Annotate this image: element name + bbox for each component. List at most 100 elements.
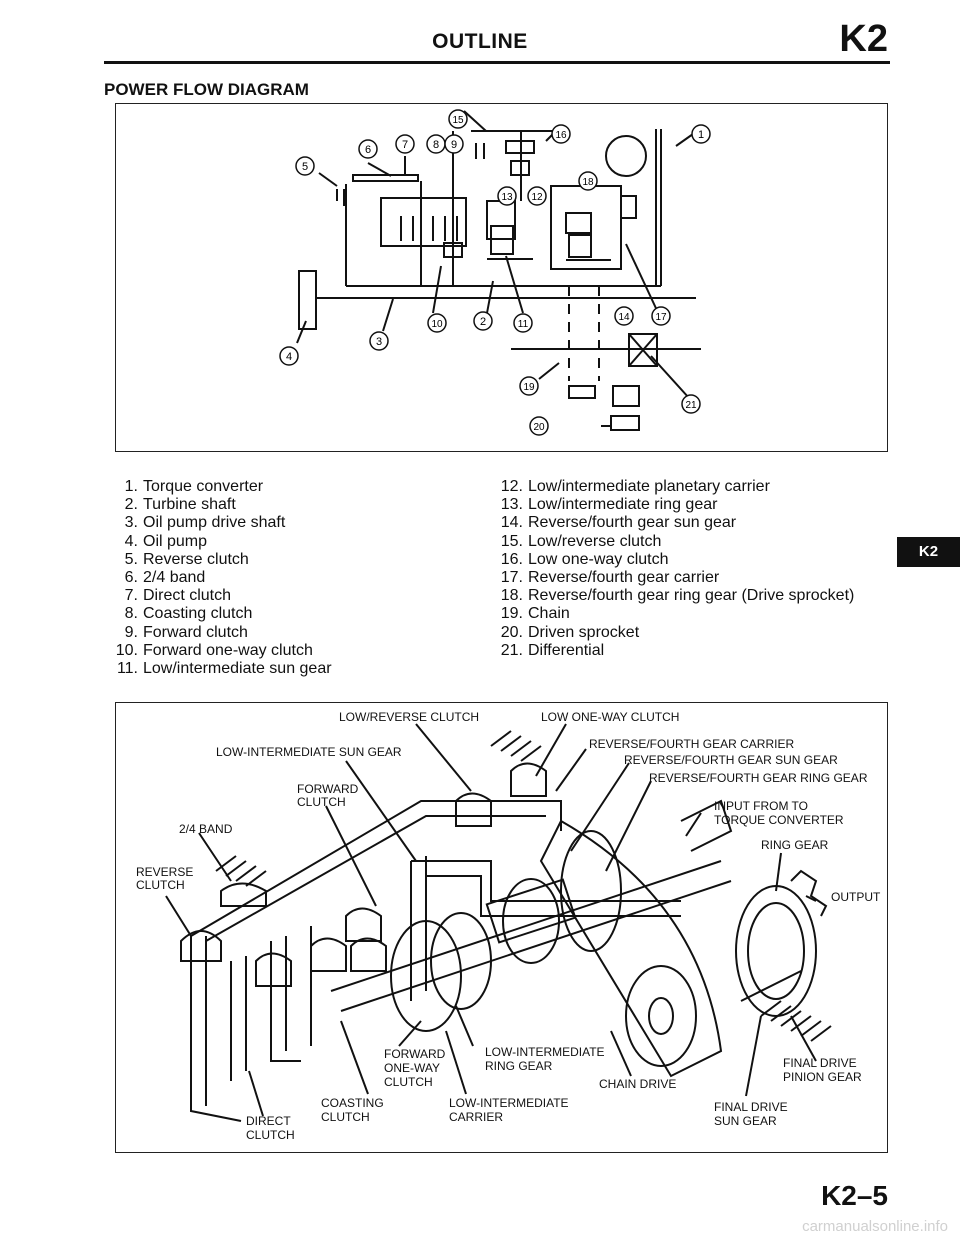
svg-text:16: 16 [555, 130, 567, 141]
svg-text:3: 3 [376, 336, 382, 348]
label-low-one-way-clutch: LOW ONE-WAY CLUTCH [541, 710, 679, 724]
label-low-int-carrier: LOW-INTERMEDIATE [449, 1096, 569, 1110]
label-reverse-fourth-ring-gear: REVERSE/FOURTH GEAR RING GEAR [649, 771, 868, 785]
svg-text:15: 15 [452, 115, 464, 126]
svg-text:9: 9 [451, 139, 457, 151]
cutaway-diagram: LOW/REVERSE CLUTCH LOW ONE-WAY CLUTCH LO… [136, 710, 881, 1142]
legend-item: 1.Torque converter [124, 478, 264, 495]
legend-item: 5.Reverse clutch [124, 550, 249, 568]
legend-item: 9.Forward clutch [124, 623, 248, 641]
label-forward-one-way-clutch: CLUTCH [384, 1075, 433, 1089]
callout-12: 12 [527, 186, 547, 206]
callout-8: 8 [426, 134, 446, 154]
legend-item: 16.Low one-way clutch [500, 550, 669, 568]
legend-item: 8.Coasting clutch [124, 605, 253, 623]
callout-18: 18 [578, 171, 598, 191]
svg-text:17: 17 [655, 312, 667, 323]
svg-text:4: 4 [286, 351, 292, 363]
callout-16: 16 [551, 124, 571, 144]
legend-item: 4.Oil pump [124, 532, 208, 550]
callout-13: 13 [497, 186, 517, 206]
legend-item: 2.Turbine shaft [124, 496, 236, 514]
page-header-code: K2 [839, 18, 888, 60]
legend-item: 13.Low/intermediate ring gear [500, 496, 718, 514]
legend-right-column: 12.Low/intermediate planetary carrier 13… [494, 478, 855, 660]
legend-item: 17.Reverse/fourth gear carrier [500, 569, 720, 587]
callout-1: 1 [691, 124, 711, 144]
label-chain-drive: CHAIN DRIVE [599, 1077, 676, 1091]
label-input: TORQUE CONVERTER [714, 813, 844, 827]
cutaway-diagram-frame: LOW/REVERSE CLUTCH LOW ONE-WAY CLUTCH LO… [115, 702, 888, 1153]
callout-6: 6 [358, 139, 378, 159]
callout-11: 11 [513, 313, 533, 333]
section-title: POWER FLOW DIAGRAM [104, 80, 309, 99]
callout-10: 10 [427, 313, 447, 333]
callout-20: 20 [529, 416, 549, 436]
label-forward-one-way-clutch: FORWARD [384, 1047, 446, 1061]
svg-text:7: 7 [402, 139, 408, 151]
label-ring-gear: RING GEAR [761, 838, 829, 852]
page-header-title: OUTLINE [432, 30, 528, 53]
label-output: OUTPUT [831, 890, 881, 904]
callout-14: 14 [614, 306, 634, 326]
label-low-intermediate-sun-gear: LOW-INTERMEDIATE SUN GEAR [216, 745, 402, 759]
callout-15: 15 [448, 109, 468, 129]
legend-item: 14.Reverse/fourth gear sun gear [500, 514, 737, 532]
svg-text:8: 8 [433, 139, 439, 151]
legend-item: 6.2/4 band [124, 569, 206, 587]
callout-19: 19 [519, 376, 539, 396]
svg-text:14: 14 [618, 312, 630, 323]
watermark: carmanualsonline.info [802, 1218, 948, 1235]
callout-17: 17 [651, 306, 671, 326]
svg-text:10: 10 [431, 319, 443, 330]
svg-text:18: 18 [582, 177, 594, 188]
legend-item: 7.Direct clutch [124, 587, 232, 605]
callout-9: 9 [444, 134, 464, 154]
svg-text:5: 5 [302, 161, 308, 173]
label-forward-one-way-clutch: ONE-WAY [384, 1061, 440, 1075]
legend-item: 20.Driven sprocket [500, 623, 640, 641]
legend-item: 15.Low/reverse clutch [500, 532, 662, 550]
legend-item: 12.Low/intermediate planetary carrier [500, 478, 770, 495]
schematic-diagram-frame: 1 2 3 4 5 6 7 8 9 10 11 12 13 14 15 16 1… [115, 103, 888, 452]
legend-item: 3.Oil pump drive shaft [124, 514, 286, 532]
callout-4: 4 [279, 346, 299, 366]
legend-left-column: 1.Torque converter 2.Turbine shaft 3.Oil… [112, 478, 332, 678]
schematic-diagram: 1 2 3 4 5 6 7 8 9 10 11 12 13 14 15 16 1… [279, 109, 711, 436]
label-low-int-ring-gear: RING GEAR [485, 1059, 553, 1073]
label-coasting-clutch: CLUTCH [321, 1110, 370, 1124]
svg-text:13: 13 [501, 192, 513, 203]
label-final-drive-sun: FINAL DRIVE [714, 1100, 788, 1114]
label-forward-clutch: FORWARD [297, 782, 359, 796]
label-final-drive-pinion: PINION GEAR [783, 1070, 862, 1084]
legend-item: 21.Differential [500, 641, 605, 659]
callout-2: 2 [473, 311, 493, 331]
label-24-band: 2/4 BAND [179, 822, 233, 836]
page-number: K2–5 [821, 1180, 888, 1211]
svg-text:19: 19 [523, 382, 535, 393]
svg-text:6: 6 [365, 144, 371, 156]
callout-markers: 1 2 3 4 5 6 7 8 9 10 11 12 13 14 15 16 1… [279, 109, 711, 436]
svg-text:20: 20 [533, 422, 545, 433]
label-reverse-clutch: CLUTCH [136, 878, 185, 892]
callout-3: 3 [369, 331, 389, 351]
svg-text:12: 12 [531, 192, 543, 203]
label-reverse-fourth-carrier: REVERSE/FOURTH GEAR CARRIER [589, 737, 794, 751]
legend-item: 18.Reverse/fourth gear ring gear (Drive … [500, 587, 855, 605]
label-low-reverse-clutch: LOW/REVERSE CLUTCH [339, 710, 479, 724]
svg-text:11: 11 [518, 319, 529, 330]
label-final-drive-sun: SUN GEAR [714, 1114, 777, 1128]
label-forward-clutch: CLUTCH [297, 795, 346, 809]
section-tab: K2 [897, 537, 960, 567]
label-coasting-clutch: COASTING [321, 1096, 384, 1110]
legend-item: 19.Chain [500, 605, 570, 623]
legend-item: 10.Forward one-way clutch [115, 641, 313, 659]
label-direct-clutch: CLUTCH [246, 1128, 295, 1142]
callout-21: 21 [681, 394, 701, 414]
svg-text:21: 21 [685, 400, 697, 411]
label-final-drive-pinion: FINAL DRIVE [783, 1056, 857, 1070]
svg-text:2: 2 [480, 316, 486, 328]
callout-7: 7 [395, 134, 415, 154]
header-rule [104, 61, 890, 64]
callout-5: 5 [295, 156, 315, 176]
